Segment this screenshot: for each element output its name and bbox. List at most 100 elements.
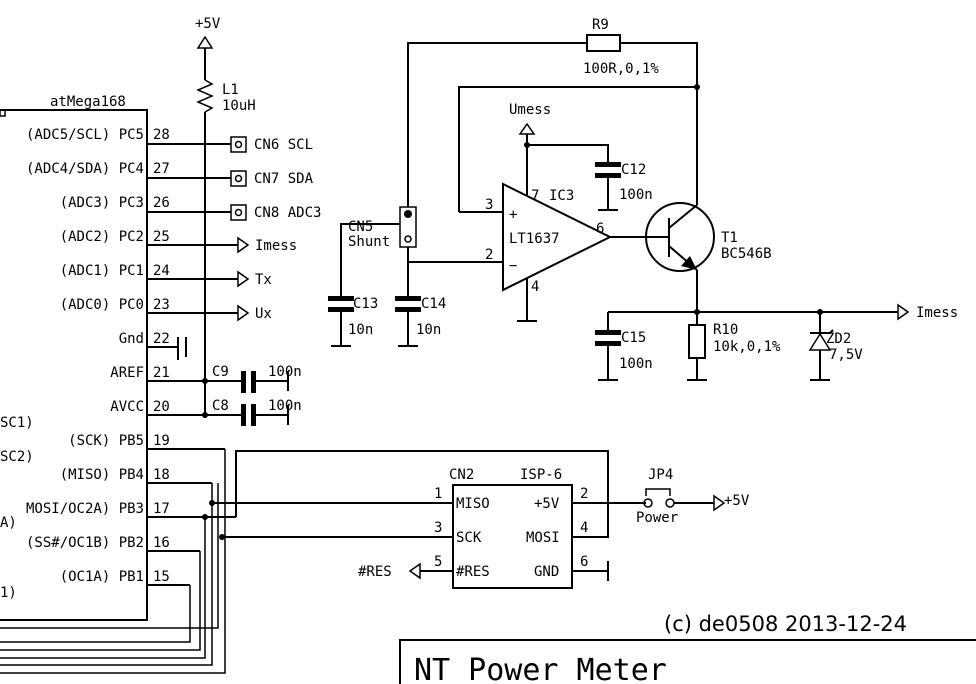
c14-ref: C14 [421, 296, 446, 312]
t1-ref: T1 [721, 230, 738, 246]
connector-cn7: CN7 SDA [205, 170, 314, 187]
resistor-r9: R9 100R,0,1% [407, 17, 698, 207]
jumper-jp4: JP4 +5V Power [636, 467, 750, 526]
zd2-ref: ZD2 [826, 331, 851, 347]
c9-value: 100n [268, 364, 302, 380]
r10-ref: R10 [713, 322, 738, 338]
mcu-fragment-2: SC2) [0, 449, 34, 465]
mcu-pin-number: 21 [153, 365, 170, 381]
isp6-connector: CN2 ISP-6 1 MISO 3 SCK 5 #RES 2 +5V 4 MO… [358, 467, 646, 589]
isp-pin5-name: #RES [456, 564, 490, 580]
opamp-lt1637: 3 2 + − LT1637 IC3 7 4 6 [459, 134, 645, 322]
c8-value: 100n [268, 398, 302, 414]
mcu-pin-label: (SS#/OC1B) PB2 [26, 535, 144, 551]
mcu-pin-label: (ADC0) PC0 [60, 297, 144, 313]
isp-pin1-num: 1 [434, 486, 442, 502]
c8-ref: C8 [212, 398, 229, 414]
mcu-atmega168: atMega168 [0, 94, 225, 621]
capacitor-c14: C14 10n [395, 296, 446, 347]
supply-label: +5V [195, 16, 221, 32]
c12-ref: C12 [621, 162, 646, 178]
c13-value: 10n [348, 322, 373, 338]
opamp-ref: IC3 [549, 188, 574, 204]
mcu-pin-label: (ADC3) PC3 [60, 195, 144, 211]
zener-zd2: ZD2 7,5V [808, 312, 863, 381]
opamp-gnd-pin: 4 [531, 279, 539, 295]
mcu-pin-label: MOSI/OC2A) PB3 [26, 501, 144, 517]
l1-value: 10uH [222, 98, 256, 114]
resistor-r10: R10 10k,0,1% [687, 312, 781, 381]
mcu-pin-number: 20 [153, 399, 170, 415]
capacitor-c12: C12 100n [527, 144, 653, 211]
opamp-plus-sign: + [509, 207, 517, 223]
opamp-part: LT1637 [509, 231, 560, 247]
opamp-minus-sign: − [509, 258, 517, 274]
opamp-minus-pin: 2 [485, 247, 493, 263]
c15-value: 100n [619, 356, 653, 372]
c14-value: 10n [416, 322, 441, 338]
mcu-fragment-4: 1) [0, 585, 17, 601]
capacitor-c13: C13 10n [328, 296, 378, 347]
r9-ref: R9 [592, 17, 609, 33]
mcu-pin-label: (OC1A) PB1 [60, 569, 144, 585]
transistor-t1: T1 BC546B [645, 202, 772, 312]
spi-wiring [0, 449, 609, 674]
c9-ref: C9 [212, 364, 229, 380]
title-block: NT Power Meter [399, 639, 976, 684]
mcu-name: atMega168 [50, 94, 126, 110]
copyright-text: (c) de0508 2013-12-24 [664, 612, 907, 636]
mcu-pin-label: Gnd [119, 331, 144, 347]
cn5-ref: CN5 [348, 219, 373, 235]
mcu-pin-number: 24 [153, 263, 170, 279]
res-net-label: #RES [358, 564, 392, 580]
mcu-pin-label: AVCC [110, 399, 144, 415]
cn8-label: CN8 ADC3 [254, 205, 321, 221]
ux-label: Ux [255, 306, 272, 322]
jp4-plus5v: +5V [724, 493, 750, 509]
mcu-pin-number: 16 [153, 535, 170, 551]
capacitor-c15: C15 100n [595, 312, 653, 381]
isp-pin3-num: 3 [434, 520, 442, 536]
r10-value: 10k,0,1% [713, 339, 781, 355]
isp-pin3-name: SCK [456, 530, 482, 546]
isp-ref: CN2 [449, 467, 474, 483]
mcu-pin-label: (ADC2) PC2 [60, 229, 144, 245]
title-text: NT Power Meter [414, 653, 667, 684]
mcu-pin-number: 15 [153, 569, 170, 585]
isp-pin1-name: MISO [456, 496, 490, 512]
imess-out-flag: Imess [897, 303, 958, 321]
isp-pin2-name: +5V [534, 496, 560, 512]
c12-value: 100n [619, 187, 653, 203]
c15-ref: C15 [621, 330, 646, 346]
mcu-pin-number: 18 [153, 467, 170, 483]
opamp-plus-pin: 3 [485, 197, 493, 213]
mcu-pin-number: 22 [153, 331, 170, 347]
isp-pin6-num: 6 [580, 554, 588, 570]
net-flag-ux: Ux [205, 304, 272, 322]
net-flag-tx: Tx [205, 270, 272, 288]
mcu-pin-label: (ADC4/SDA) PC4 [26, 161, 144, 177]
tx-label: Tx [255, 272, 272, 288]
jp4-power-label: Power [636, 510, 678, 526]
mcu-pin-number: 27 [153, 161, 170, 177]
mcu-pin-number: 26 [153, 195, 170, 211]
capacitor-c9: C9 100n [205, 364, 302, 393]
t1-part: BC546B [721, 246, 772, 262]
isp-pin4-name: MOSI [526, 530, 560, 546]
isp-type: ISP-6 [520, 467, 562, 483]
mcu-fragment-3: A) [0, 515, 17, 531]
mcu-pin-label: (SCK) PB5 [68, 433, 144, 449]
umess-flag: Umess [509, 102, 551, 135]
capacitor-c8: C8 100n [205, 398, 302, 426]
c13-ref: C13 [353, 296, 378, 312]
imess-label-2: Imess [916, 305, 958, 321]
mcu-pin-number: 19 [153, 433, 170, 449]
mcu-pin-number: 25 [153, 229, 170, 245]
mcu-pin-label: (MISO) PB4 [60, 467, 144, 483]
imess-label-1: Imess [255, 238, 297, 254]
isp-pin2-num: 2 [580, 486, 588, 502]
mcu-pin-label: (ADC1) PC1 [60, 263, 144, 279]
mcu-pin-number: 23 [153, 297, 170, 313]
